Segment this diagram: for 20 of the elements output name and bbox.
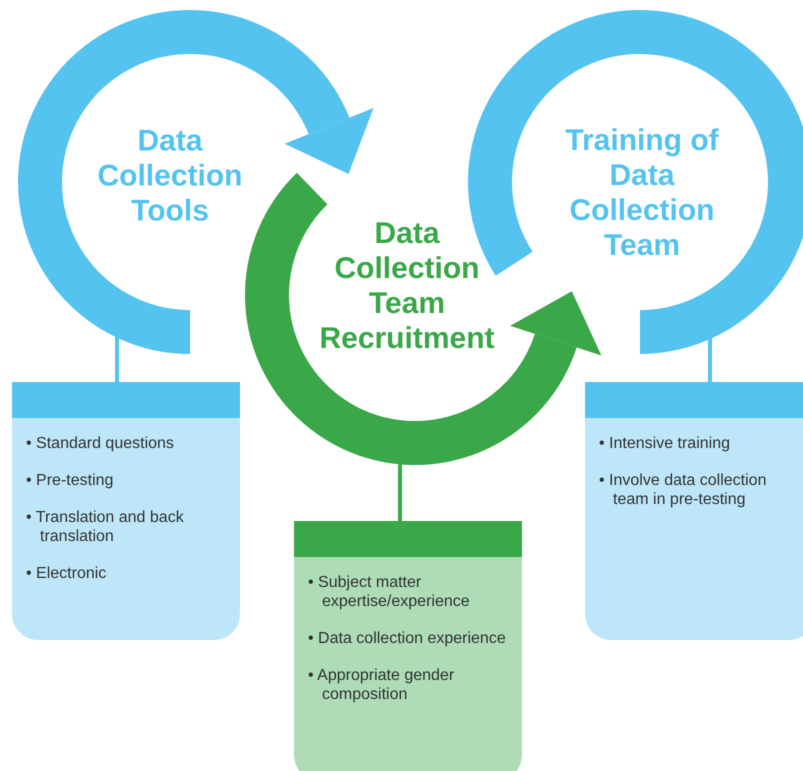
bullet-item: • Translation and back translation — [26, 508, 185, 546]
curved-arrow — [510, 292, 601, 380]
bullet-item: • Data collection experience — [308, 629, 507, 648]
connector-line — [398, 464, 402, 521]
circle-title: Data Collection Tools — [96, 124, 244, 228]
bullet-item: • Subject matter expertise/experience — [308, 573, 471, 611]
bullet-item: • Involve data collection team in pre-testing — [599, 471, 768, 509]
connector-line — [115, 336, 119, 382]
circle-title: Data Collection Team Recruitment — [318, 216, 496, 356]
bullet-item: • Pre-testing — [26, 471, 114, 490]
bullet-item: • Intensive training — [599, 434, 732, 453]
info-card — [294, 521, 522, 771]
bullet-item: • Appropriate gender composition — [308, 666, 456, 704]
circle-title: Training of Data Collection Team — [564, 123, 720, 263]
curved-arrow — [285, 86, 374, 174]
bullet-item: • Electronic — [26, 564, 108, 583]
connector-line — [708, 337, 712, 382]
info-card — [585, 382, 803, 640]
bullet-item: • Standard questions — [26, 434, 175, 453]
info-card — [12, 382, 240, 640]
